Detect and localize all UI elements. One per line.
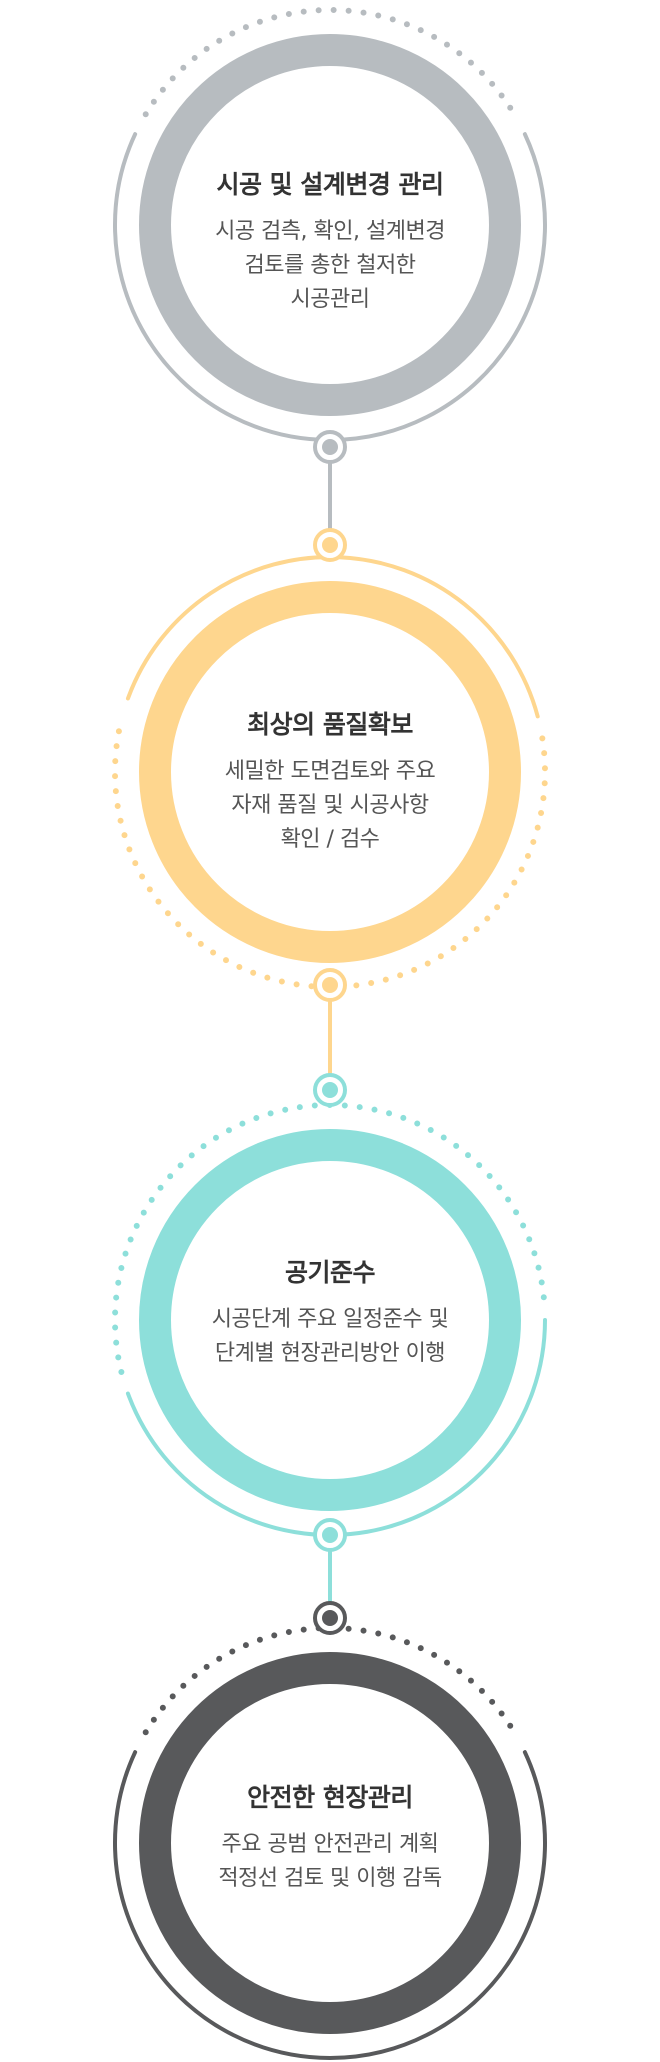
node-2-top-dot [322, 537, 338, 553]
step-4-main-ring [139, 1652, 521, 2034]
step-1-dotted-arc [142, 7, 518, 118]
step-4-dotted-arc [142, 1625, 518, 1736]
step-4-title: 안전한 현장관리 [247, 1783, 413, 1812]
step-3-description: 시공단계 주요 일정준수 및 단계별 현장관리방안 이행 [211, 1307, 449, 1366]
step-4-text: 안전한 현장관리 주요 공범 안전관리 계획 적정선 검토 및 이행 감독 [180, 1778, 480, 1896]
step-2-title: 최상의 품질확보 [247, 710, 413, 739]
step-1-title: 시공 및 설계변경 관리 [216, 170, 444, 199]
node-1-bottom-dot [322, 439, 338, 455]
step-2-main-ring [139, 581, 521, 963]
node-3-top-dot [322, 1082, 338, 1098]
step-1-description: 시공 검측, 확인, 설계변경 검토를 총한 철저한 시공관리 [215, 219, 445, 312]
step-2-text: 최상의 품질확보 세밀한 도면검토와 주요 자재 품질 및 시공사항 확인 / … [180, 705, 480, 857]
step-4-description: 주요 공범 안전관리 계획 적정선 검토 및 이행 감독 [218, 1832, 442, 1891]
step-3-text: 공기준수 시공단계 주요 일정준수 및 단계별 현장관리방안 이행 [180, 1253, 480, 1371]
step-3-main-ring [139, 1129, 521, 1511]
step-2-description: 세밀한 도면검토와 주요 자재 품질 및 시공사항 확인 / 검수 [224, 759, 436, 852]
node-3-bottom-dot [322, 1527, 338, 1543]
node-4-top-dot [322, 1610, 338, 1626]
node-2-bottom-dot [322, 977, 338, 993]
step-4-outer-arc [113, 1750, 547, 2060]
step-1-text: 시공 및 설계변경 관리 시공 검측, 확인, 설계변경 검토를 총한 철저한 … [180, 165, 480, 317]
step-1-main-ring [139, 34, 521, 416]
step-2-dotted-arc [112, 716, 548, 990]
step-3-outer-arc [125, 1318, 547, 1537]
step-3-title: 공기준수 [284, 1258, 376, 1287]
